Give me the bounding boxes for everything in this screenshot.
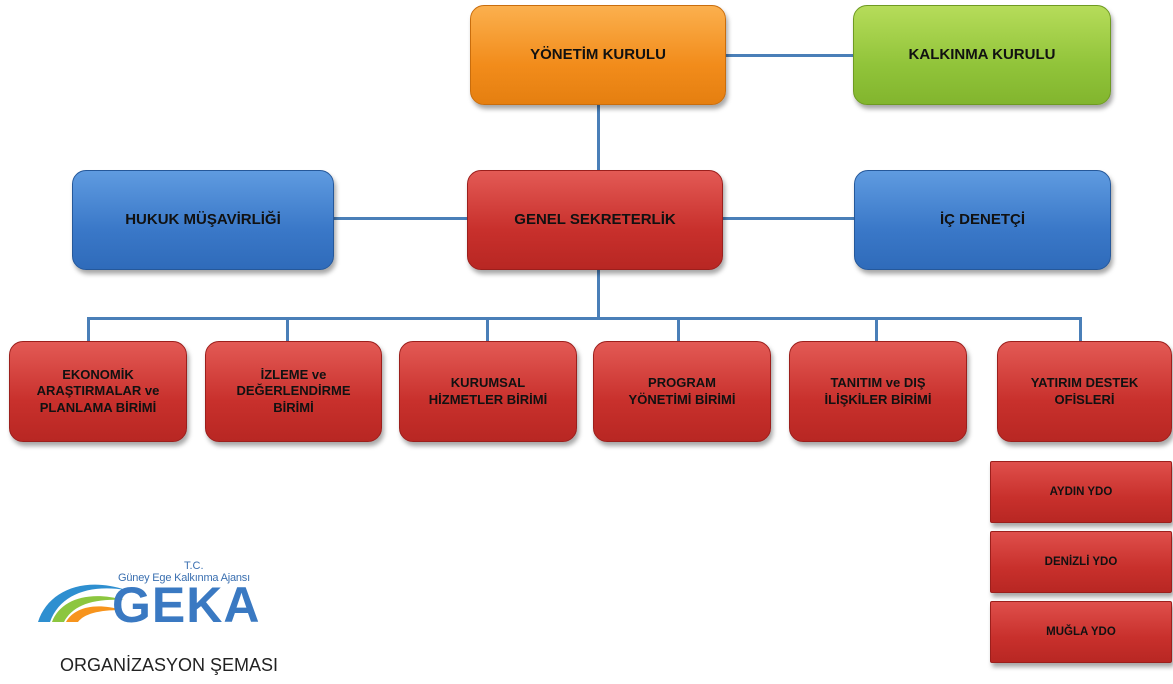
geka-logo: T.C. Güney Ege Kalkınma Ajansı GEKA (30, 560, 290, 633)
connector-genel-down (597, 269, 600, 319)
connector-yonetim-kalkinma (725, 54, 853, 57)
connector-unit-2 (286, 317, 289, 342)
connector-unit-3 (486, 317, 489, 342)
node-ic-denetci: İÇ DENETÇİ (854, 170, 1111, 270)
node-unit-yatirim: YATIRIM DESTEK OFİSLERİ (997, 341, 1172, 442)
page-caption: ORGANİZASYON ŞEMASI (60, 655, 279, 675)
node-hukuk-musavirligi: HUKUK MÜŞAVİRLİĞİ (72, 170, 334, 270)
node-kalkinma-kurulu: KALKINMA KURULU (853, 5, 1111, 105)
node-yonetim-kurulu: YÖNETİM KURULU (470, 5, 726, 105)
logo-wordmark: GEKA (112, 577, 261, 633)
connector-unit-6 (1079, 317, 1082, 342)
node-unit-izleme: İZLEME ve DEĞERLENDİRME BİRİMİ (205, 341, 382, 442)
geka-swoosh-icon (38, 584, 126, 622)
node-office-mugla: MUĞLA YDO (990, 601, 1172, 663)
connector-genel-ic (722, 217, 855, 220)
node-office-aydin: AYDIN YDO (990, 461, 1172, 523)
connector-unit-5 (875, 317, 878, 342)
node-unit-program: PROGRAM YÖNETİMİ BİRİMİ (593, 341, 771, 442)
node-office-denizli: DENİZLİ YDO (990, 531, 1172, 593)
node-unit-kurumsal: KURUMSAL HİZMETLER BİRİMİ (399, 341, 577, 442)
connector-unit-4 (677, 317, 680, 342)
node-genel-sekreterlik: GENEL SEKRETERLİK (467, 170, 723, 270)
node-unit-ekonomik: EKONOMİK ARAŞTIRMALAR ve PLANLAMA BİRİMİ (9, 341, 187, 442)
node-unit-tanitim: TANITIM ve DIŞ İLİŞKİLER BİRİMİ (789, 341, 967, 442)
logo-tc: T.C. (184, 560, 204, 572)
logo-agency-name: Güney Ege Kalkınma Ajansı (118, 572, 250, 584)
connector-hukuk-genel (333, 217, 468, 220)
connector-units-bar (87, 317, 1082, 320)
connector-yonetim-genel (597, 104, 600, 170)
connector-unit-1 (87, 317, 90, 342)
